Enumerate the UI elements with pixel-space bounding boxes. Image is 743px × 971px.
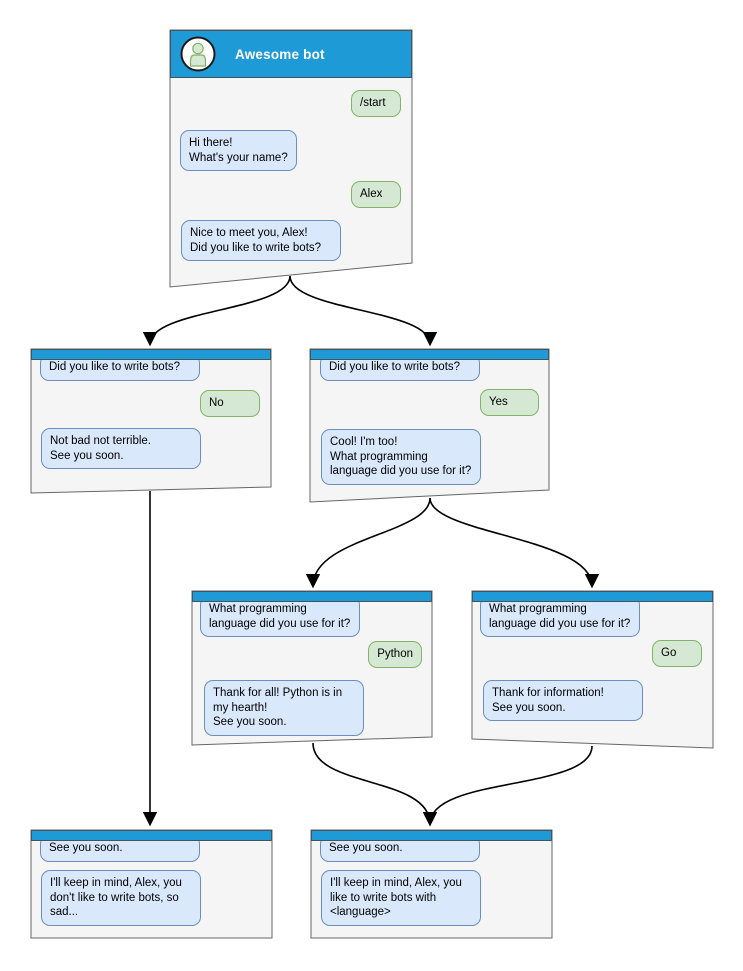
user-message-bubble: Python — [368, 641, 422, 668]
window-title: Awesome bot — [235, 46, 325, 62]
window-header-bar — [31, 349, 271, 360]
user-message-bubble: /start — [351, 90, 401, 117]
chat-content: What programming language did you use fo… — [473, 602, 712, 741]
connector-arrow-yes-to-python — [305, 497, 431, 589]
bot-message-bubble: Nice to meet you, Alex! Did you like to … — [181, 220, 341, 262]
chat-content: See you soon. I'll keep in mind, Alex, y… — [32, 841, 271, 938]
user-message-bubble: Alex — [351, 181, 401, 208]
chat-window-main: Awesome bot /start Hi there! What's your… — [170, 30, 412, 288]
window-header: Awesome bot — [170, 30, 412, 78]
chat-window-yes-branch: Did you like to write bots? Yes Cool! I'… — [310, 349, 549, 494]
chat-window-python-branch: What programming language did you use fo… — [192, 591, 432, 743]
bot-avatar-icon — [180, 36, 216, 72]
bot-message-bubble: See you soon. — [320, 841, 480, 862]
bot-message-bubble: Did you like to write bots? — [40, 360, 200, 381]
bot-message-bubble: See you soon. — [40, 841, 200, 862]
connector-arrow-main-to-yes — [289, 275, 438, 347]
bot-message-bubble: I'll keep in mind, Alex, you don't like … — [41, 870, 201, 927]
window-header-bar — [31, 830, 272, 841]
bot-message-bubble: I'll keep in mind, Alex, you like to wri… — [321, 870, 481, 927]
window-header-bar — [311, 830, 552, 841]
chat-content: /start Hi there! What's your name? Alex … — [171, 78, 411, 288]
bot-message-bubble: Hi there! What's your name? — [180, 130, 297, 172]
user-message-bubble: Go — [652, 640, 702, 667]
bot-message-bubble: Cool! I'm too! What programming language… — [321, 429, 481, 486]
chat-content: What programming language did you use fo… — [193, 602, 431, 743]
bot-message-bubble: Did you like to write bots? — [320, 360, 480, 381]
chat-window-final-no: See you soon. I'll keep in mind, Alex, y… — [31, 830, 272, 938]
bot-message-bubble: What programming language did you use fo… — [200, 602, 360, 638]
connector-arrow-yes-to-go — [429, 497, 600, 589]
chat-content: Did you like to write bots? Yes Cool! I'… — [311, 360, 548, 494]
connector-arrow-go-to-final — [422, 745, 593, 827]
chat-window-no-branch: Did you like to write bots? No Not bad n… — [31, 349, 271, 487]
chat-window-final-yes: See you soon. I'll keep in mind, Alex, y… — [311, 830, 552, 938]
connector-arrow-main-to-no — [142, 275, 291, 347]
bot-message-bubble: Thank for information! See you soon. — [483, 680, 643, 722]
connector-arrow-python-to-final — [312, 742, 438, 827]
bot-message-bubble: What programming language did you use fo… — [480, 602, 640, 638]
window-header-bar — [472, 591, 713, 602]
chat-content: See you soon. I'll keep in mind, Alex, y… — [312, 841, 551, 938]
user-message-bubble: Yes — [480, 389, 539, 416]
chat-content: Did you like to write bots? No Not bad n… — [32, 360, 270, 487]
bot-message-bubble: Thank for all! Python is in my hearth! S… — [204, 680, 364, 737]
window-header-bar — [310, 349, 549, 360]
bot-message-bubble: Not bad not terrible. See you soon. — [41, 428, 201, 470]
user-message-bubble: No — [200, 390, 260, 417]
chat-window-go-branch: What programming language did you use fo… — [472, 591, 713, 741]
window-header-bar — [192, 591, 432, 602]
